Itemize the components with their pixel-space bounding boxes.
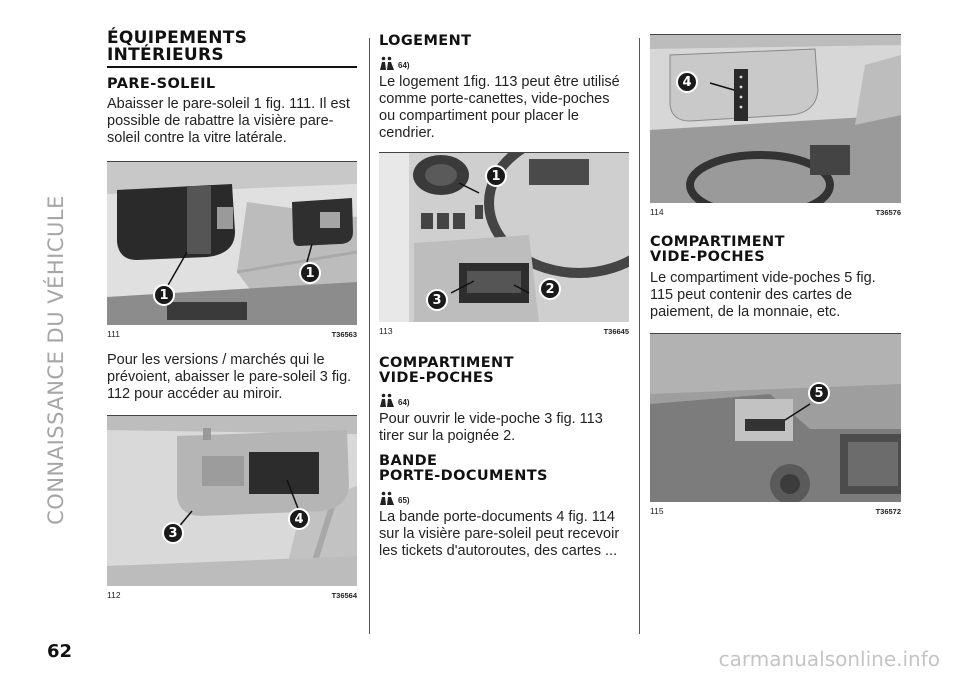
figure-top-rule <box>107 415 357 416</box>
figure-caption: 114 T36576 <box>650 207 901 217</box>
callout-1: 1 <box>485 165 507 187</box>
dashboard-storage-illustration <box>379 153 629 322</box>
warning-pictogram-icon <box>380 491 394 505</box>
figure-code: T36572 <box>875 506 901 516</box>
section-heading-logement: LOGEMENT <box>379 33 472 49</box>
figure-code: T36576 <box>875 207 901 217</box>
figure-top-rule <box>107 161 357 162</box>
section-heading-compartiment-line-1: COMPARTIMENT <box>379 355 514 371</box>
column-divider <box>639 38 640 634</box>
figure-top-rule <box>650 333 901 334</box>
warning-pictogram-icon <box>380 56 394 70</box>
column-2: LOGEMENT 64) Le logement 1fig. 113 peut … <box>379 30 629 560</box>
warning-reference: 64) <box>379 391 629 407</box>
callout-2: 2 <box>539 278 561 300</box>
figure-number: 111 <box>107 329 120 339</box>
warning-reference: 65) <box>379 489 629 505</box>
paragraph-compartiment: Le compartiment vide-poches 5 fig. 115 p… <box>650 270 876 320</box>
sun-visor-illustration <box>107 162 357 325</box>
figure-image: 4 3 <box>107 416 357 586</box>
callout-5: 5 <box>808 382 830 404</box>
figure-image: 4 <box>650 35 901 203</box>
card-slot-illustration <box>650 334 901 502</box>
figure-top-rule <box>650 34 901 35</box>
figure-111: 1 1 111 T36563 <box>107 161 357 339</box>
figure-115: 5 115 T36572 <box>650 333 901 516</box>
figure-code: T36564 <box>331 590 357 600</box>
figure-number: 114 <box>650 207 664 217</box>
warning-reference: 64) <box>379 54 629 70</box>
paragraph-vide-poche: Pour ouvrir le vide-poche 3 fig. 113 tir… <box>379 411 603 444</box>
figure-code: T36645 <box>603 326 629 336</box>
section-heading-bande-line-1: BANDE <box>379 453 438 469</box>
warning-ref-number: 65) <box>398 496 410 505</box>
figure-caption: 112 T36564 <box>107 590 357 600</box>
section-heading-bande-line-2: PORTE-DOCUMENTS <box>379 468 548 484</box>
figure-caption: 111 T36563 <box>107 329 357 339</box>
figure-number: 112 <box>107 590 121 600</box>
column-1: ÉQUIPEMENTS INTÉRIEURS PARE-SOLEIL Abais… <box>107 30 357 600</box>
figure-113: 1 3 2 113 T36645 <box>379 152 629 336</box>
watermark: carmanualsonline.info <box>718 647 940 671</box>
warning-pictogram-icon <box>380 393 394 407</box>
vanity-mirror-illustration <box>107 416 357 586</box>
figure-caption: 115 T36572 <box>650 506 901 516</box>
figure-number: 113 <box>379 326 393 336</box>
callout-4: 4 <box>288 508 310 530</box>
column-3: 4 114 T36576 COMPARTIMENT VIDE-POCHES Le… <box>650 34 901 516</box>
callout-1: 1 <box>153 284 175 306</box>
paragraph-logement: Le logement 1fig. 113 peut être utilisé … <box>379 74 620 141</box>
document-strip-illustration <box>650 35 901 203</box>
callout-3: 3 <box>426 289 448 311</box>
figure-code: T36563 <box>331 329 357 339</box>
warning-ref-number: 64) <box>398 398 410 407</box>
figure-caption: 113 T36645 <box>379 326 629 336</box>
section-heading-compartiment-line-1: COMPARTIMENT <box>650 234 785 250</box>
figure-image: 1 1 <box>107 162 357 325</box>
paragraph-pare-soleil: Abaisser le pare-soleil 1 fig. 111. Il e… <box>107 96 350 146</box>
side-section-title: CONNAISSANCE DU VÉHICULE <box>44 195 68 525</box>
figure-114: 4 114 T36576 <box>650 34 901 217</box>
paragraph-miroir: Pour les versions / marchés qui le prévo… <box>107 352 352 402</box>
section-heading-pare-soleil: PARE-SOLEIL <box>107 76 216 92</box>
figure-image: 1 3 2 <box>379 153 629 322</box>
paragraph-bande: La bande porte-documents 4 fig. 114 sur … <box>379 509 620 559</box>
figure-number: 115 <box>650 506 664 516</box>
figure-112: 4 3 112 T36564 <box>107 415 357 600</box>
callout-4: 4 <box>676 71 698 93</box>
warning-ref-number: 64) <box>398 61 410 70</box>
heading-rule <box>107 66 357 68</box>
section-heading-compartiment-line-2: VIDE-POCHES <box>379 370 495 386</box>
page-number: 62 <box>47 641 73 662</box>
figure-image: 5 <box>650 334 901 502</box>
column-divider <box>369 38 370 634</box>
figure-top-rule <box>379 152 629 153</box>
callout-1: 1 <box>299 262 321 284</box>
section-heading-compartiment-line-2: VIDE-POCHES <box>650 249 766 265</box>
main-heading-line-1: ÉQUIPEMENTS <box>107 28 248 48</box>
main-heading-line-2: INTÉRIEURS <box>107 45 224 65</box>
callout-3: 3 <box>162 522 184 544</box>
